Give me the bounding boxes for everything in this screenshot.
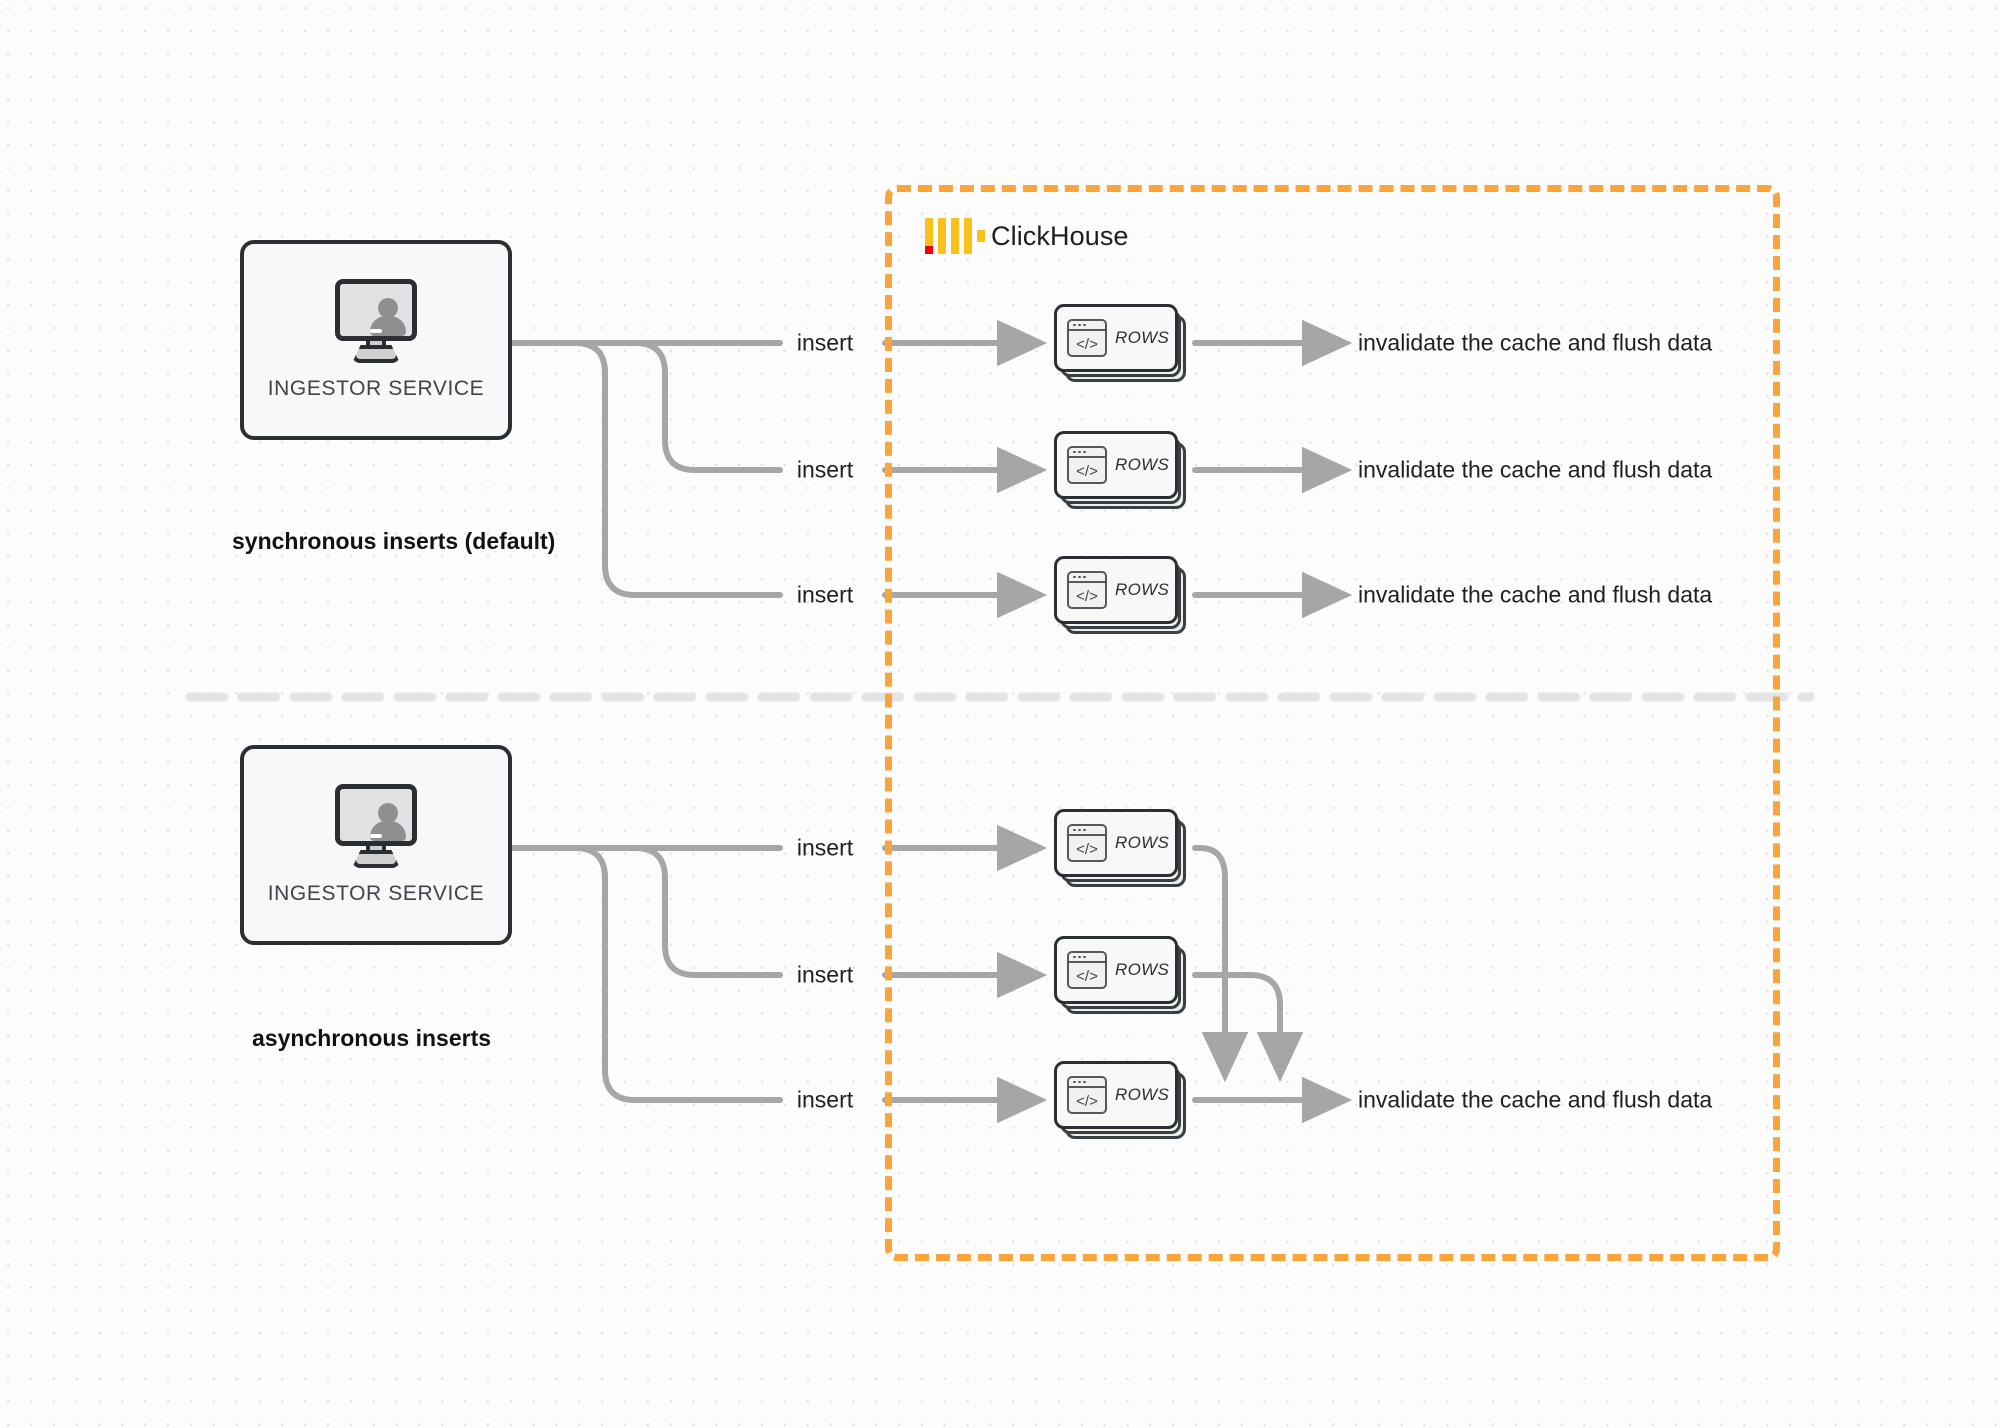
code-window-icon: </> bbox=[1067, 571, 1107, 609]
code-window-icon: </> bbox=[1067, 1076, 1107, 1114]
ingestor-service-async[interactable]: INGESTOR SERVICE bbox=[240, 745, 512, 945]
code-window-icon: </> bbox=[1067, 446, 1107, 484]
rows-node-sync-1[interactable]: </> ROWS bbox=[1054, 304, 1186, 382]
rows-node-label: ROWS bbox=[1115, 960, 1170, 979]
clickhouse-boundary bbox=[885, 185, 1780, 1261]
rows-node-sync-2[interactable]: </> ROWS bbox=[1054, 431, 1186, 509]
async-branch-row2 bbox=[509, 845, 783, 978]
code-window-icon: </> bbox=[1067, 319, 1107, 357]
output-label-sync-2: invalidate the cache and flush data bbox=[1358, 456, 1713, 483]
sync-branch-row2 bbox=[509, 340, 783, 473]
code-window-icon: </> bbox=[1067, 824, 1107, 862]
insert-label-async-2: insert bbox=[796, 961, 854, 988]
monitor-user-icon bbox=[328, 279, 424, 365]
code-window-icon: </> bbox=[1067, 951, 1107, 989]
output-label-sync-3: invalidate the cache and flush data bbox=[1358, 581, 1713, 608]
ingestor-service-label-async: INGESTOR SERVICE bbox=[267, 882, 485, 905]
rows-node-label: ROWS bbox=[1115, 580, 1170, 599]
async-branch-row3 bbox=[509, 845, 783, 1103]
clickhouse-label: ClickHouse bbox=[991, 220, 1129, 251]
clickhouse-header: ClickHouse bbox=[925, 218, 1129, 254]
async-merge-row1 bbox=[1192, 845, 1249, 1083]
rows-node-label: ROWS bbox=[1115, 328, 1170, 347]
ingestor-service-sync[interactable]: INGESTOR SERVICE bbox=[240, 240, 512, 440]
insert-label-sync-3: insert bbox=[796, 581, 854, 608]
rows-node-async-1[interactable]: </> ROWS bbox=[1054, 809, 1186, 887]
clickhouse-logo-icon bbox=[925, 218, 985, 254]
insert-label-sync-2: insert bbox=[796, 456, 854, 483]
insert-label-sync-1: insert bbox=[796, 329, 854, 356]
caption-async: asynchronous inserts bbox=[252, 1025, 492, 1051]
caption-sync: synchronous inserts (default) bbox=[232, 528, 556, 554]
rows-node-sync-3[interactable]: </> ROWS bbox=[1054, 556, 1186, 634]
ingestor-service-label-sync: INGESTOR SERVICE bbox=[267, 377, 485, 400]
rows-node-async-3[interactable]: </> ROWS bbox=[1054, 1061, 1186, 1139]
rows-node-label: ROWS bbox=[1115, 833, 1170, 852]
insert-label-async-3: insert bbox=[796, 1086, 854, 1113]
monitor-user-icon bbox=[328, 784, 424, 870]
rows-node-label: ROWS bbox=[1115, 455, 1170, 474]
output-label-sync-1: invalidate the cache and flush data bbox=[1358, 329, 1713, 356]
rows-node-async-2[interactable]: </> ROWS bbox=[1054, 936, 1186, 1014]
rows-node-label: ROWS bbox=[1115, 1085, 1170, 1104]
output-label-async-merged: invalidate the cache and flush data bbox=[1358, 1086, 1713, 1113]
async-merge-row2 bbox=[1192, 972, 1304, 1083]
insert-label-async-1: insert bbox=[796, 834, 854, 861]
sync-branch-row3 bbox=[509, 340, 783, 598]
